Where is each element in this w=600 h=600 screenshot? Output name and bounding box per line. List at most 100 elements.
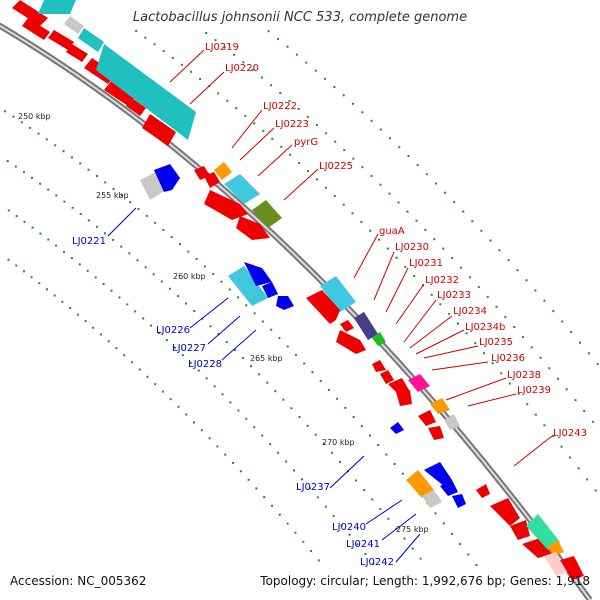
gene-label-lj0230[interactable]: LJ0230 xyxy=(395,242,429,253)
ruler-dot xyxy=(298,416,301,418)
ruler-dot xyxy=(469,276,471,279)
gene-label-lj0223[interactable]: LJ0223 xyxy=(275,119,309,130)
gene-label-lj0228[interactable]: LJ0228 xyxy=(188,359,222,370)
gene-block[interactable] xyxy=(252,200,282,228)
gene-arrow[interactable] xyxy=(372,360,386,372)
ruler-dot xyxy=(261,434,264,437)
gene-label-pyrg[interactable]: pyrG xyxy=(294,137,318,148)
gene-arrow[interactable] xyxy=(452,494,466,508)
gene-arrow[interactable] xyxy=(306,290,340,324)
gene-arrow[interactable] xyxy=(340,320,354,332)
gene-block[interactable] xyxy=(444,414,460,430)
ruler-dot xyxy=(71,206,74,209)
ruler-dot xyxy=(162,50,165,53)
ruler-dot xyxy=(118,296,121,299)
gene-block[interactable] xyxy=(372,332,386,346)
gene-arrow[interactable] xyxy=(244,262,272,286)
gene-label-lj0235[interactable]: LJ0235 xyxy=(479,337,513,348)
gene-arrow[interactable] xyxy=(204,190,248,220)
gene-label-guaa[interactable]: guaA xyxy=(379,226,405,237)
gene-arrow[interactable] xyxy=(424,462,452,486)
gene-arrow[interactable] xyxy=(490,498,520,526)
gene-block[interactable] xyxy=(96,44,196,140)
ruler-dot xyxy=(54,144,57,147)
gene-label-lj0226[interactable]: LJ0226 xyxy=(156,325,190,336)
gene-label-lj0220[interactable]: LJ0220 xyxy=(225,63,259,74)
gene-arrow[interactable] xyxy=(22,18,50,40)
gene-arrow[interactable] xyxy=(66,44,88,62)
gene-arrow[interactable] xyxy=(48,30,74,50)
gene-arrow[interactable] xyxy=(204,172,220,188)
gene-arrow[interactable] xyxy=(262,282,278,298)
topology-label: Topology: xyxy=(260,574,317,588)
gene-block[interactable] xyxy=(544,552,568,576)
gene-label-lj0236[interactable]: LJ0236 xyxy=(491,353,525,364)
gene-label-lj0241[interactable]: LJ0241 xyxy=(346,539,380,550)
gene-arrow[interactable] xyxy=(142,114,176,146)
gene-arrow[interactable] xyxy=(104,80,136,106)
gene-arrow[interactable] xyxy=(126,98,146,116)
gene-label-lj0225[interactable]: LJ0225 xyxy=(319,161,353,172)
gene-arrow[interactable] xyxy=(510,520,530,540)
ruler-dot xyxy=(278,337,281,340)
gene-label-lj0234[interactable]: LJ0234 xyxy=(453,306,487,317)
gene-arrow[interactable] xyxy=(396,390,412,406)
gene-arrow[interactable] xyxy=(336,330,366,354)
gene-label-lj0238[interactable]: LJ0238 xyxy=(507,370,541,381)
gene-block[interactable] xyxy=(64,16,84,34)
gene-arrow[interactable] xyxy=(276,296,294,310)
gene-block[interactable] xyxy=(224,174,260,204)
ruler-dot xyxy=(560,445,563,448)
ruler-dot xyxy=(200,429,203,432)
gene-arrow[interactable] xyxy=(154,164,180,192)
accession-info: Accession: NC_005362 xyxy=(10,574,146,588)
gene-label-lj0234b[interactable]: LJ0234b xyxy=(465,322,505,333)
gene-label-lj0243[interactable]: LJ0243 xyxy=(553,428,587,439)
gene-label-lj0219[interactable]: LJ0219 xyxy=(205,42,239,53)
gene-label-lj0221[interactable]: LJ0221 xyxy=(72,236,106,247)
gene-block[interactable] xyxy=(430,398,450,414)
ruler-dot xyxy=(217,333,220,336)
ruler-dot xyxy=(253,426,256,429)
gene-label-lj0242[interactable]: LJ0242 xyxy=(360,557,394,568)
gene-label-lj0239[interactable]: LJ0239 xyxy=(517,385,551,396)
gene-arrow[interactable] xyxy=(12,0,48,26)
gene-label-lj0240[interactable]: LJ0240 xyxy=(332,522,366,533)
gene-label-lj0222[interactable]: LJ0222 xyxy=(263,101,297,112)
gene-label-lj0233[interactable]: LJ0233 xyxy=(437,290,471,301)
gene-block[interactable] xyxy=(526,514,560,550)
gene-block[interactable] xyxy=(228,266,268,306)
gene-arrow[interactable] xyxy=(390,422,404,434)
gene-block[interactable] xyxy=(354,312,378,340)
gene-arrow[interactable] xyxy=(522,538,552,558)
gene-arrow[interactable] xyxy=(418,410,436,426)
gene-arrow[interactable] xyxy=(236,216,270,240)
ruler-dot xyxy=(459,543,462,546)
ruler-dot xyxy=(361,111,364,114)
gene-block[interactable] xyxy=(38,0,76,14)
gene-block[interactable] xyxy=(548,540,564,556)
gene-block[interactable] xyxy=(406,470,434,498)
ruler-dot xyxy=(386,247,389,250)
ruler-dot xyxy=(570,331,573,333)
gene-arrow[interactable] xyxy=(476,484,490,498)
gene-label-lj0227[interactable]: LJ0227 xyxy=(172,343,206,354)
gene-label-lj0231[interactable]: LJ0231 xyxy=(409,258,443,269)
ruler-dot xyxy=(290,407,293,410)
ruler-dot xyxy=(377,444,380,446)
gene-block[interactable] xyxy=(422,490,442,508)
gene-block[interactable] xyxy=(408,374,430,392)
gene-arrow[interactable] xyxy=(380,370,394,384)
ruler-dot xyxy=(543,424,546,427)
gene-block[interactable] xyxy=(214,162,232,180)
gene-block[interactable] xyxy=(78,28,104,52)
ruler-dot xyxy=(360,221,363,223)
gene-label-lj0237[interactable]: LJ0237 xyxy=(296,482,330,493)
ruler-dot xyxy=(134,310,137,313)
gene-arrow[interactable] xyxy=(428,426,444,440)
gene-block[interactable] xyxy=(320,276,356,312)
ruler-dot xyxy=(534,413,537,416)
gene-arrow[interactable] xyxy=(440,480,458,496)
gene-label-lj0232[interactable]: LJ0232 xyxy=(425,275,459,286)
gene-arrow[interactable] xyxy=(560,556,584,580)
